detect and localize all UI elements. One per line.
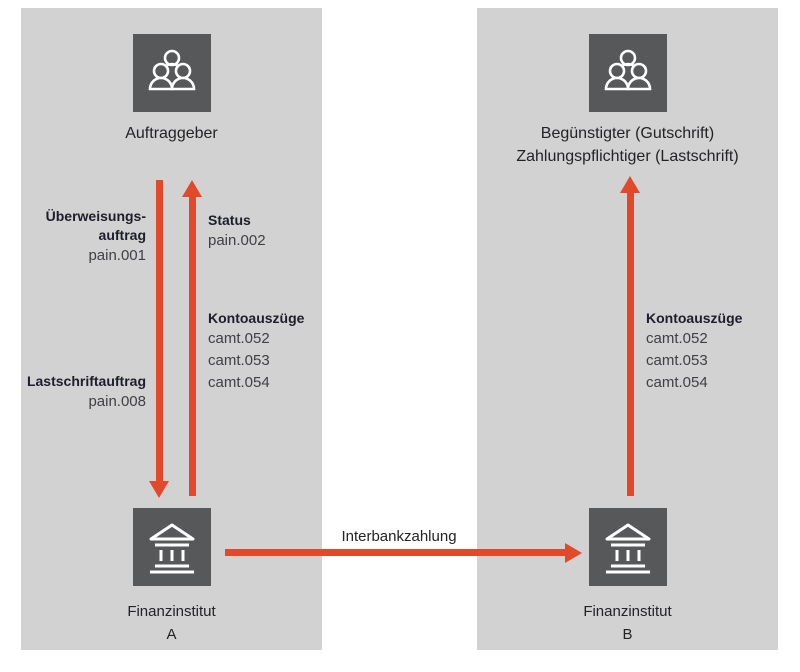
statements-label: Kontoauszüge [208,310,305,326]
credit-transfer-annotation: Überweisungs- auftrag pain.001 [28,207,146,267]
beneficiary-label-line2: Zahlungspflichtiger (Lastschrift) [516,148,739,165]
group-icon [148,49,196,91]
bank-icon [149,523,195,574]
ordering-party-label: Auftraggeber [125,125,218,142]
credit-transfer-msg: pain.001 [88,247,146,264]
beneficiary-label-line1: Begünstigter (Gutschrift) [540,125,715,142]
statements-label: Kontoauszüge [646,310,743,326]
status-annotation: Status pain.002 [208,211,318,252]
statements-msg-2: camt.053 [646,352,708,369]
statements-annotation-right: Kontoauszüge camt.052 camt.053 camt.054 [646,309,756,394]
statements-arrow-head-right [620,176,640,193]
status-msg: pain.002 [208,232,266,249]
bank-b-name: Finanzinstitut [583,603,672,620]
bank-a-icon-box [133,508,211,586]
status-label: Status [208,212,251,228]
bank-b-id: B [622,626,633,643]
status-arrow-head [182,180,202,197]
interbank-arrow-head [565,543,582,563]
statements-msg-1: camt.052 [646,330,708,347]
interbank-arrow-shaft [225,549,566,556]
order-arrow-head [149,481,169,498]
direct-debit-annotation: Lastschriftauftrag pain.008 [18,372,146,413]
statements-msg-2: camt.053 [208,352,270,369]
group-icon [604,49,652,91]
statements-arrow-shaft-right [627,192,634,496]
interbank-label: Interbankzahlung [341,528,457,545]
ordering-party-icon-box [133,34,211,112]
order-arrow-shaft [156,180,163,482]
credit-transfer-label-line1: Überweisungs- [45,208,146,224]
credit-transfer-label-line2: auftrag [98,227,146,243]
statements-msg-3: camt.054 [646,374,708,391]
direct-debit-msg: pain.008 [88,393,146,410]
direct-debit-label: Lastschriftauftrag [26,373,146,389]
bank-a-id: A [166,626,177,643]
bank-icon [605,523,651,574]
statements-msg-1: camt.052 [208,330,270,347]
statements-msg-3: camt.054 [208,374,270,391]
statements-annotation-left: Kontoauszüge camt.052 camt.053 camt.054 [208,309,318,394]
bank-b-icon-box [589,508,667,586]
bank-a-name: Finanzinstitut [127,603,216,620]
status-arrow-shaft [189,196,196,496]
beneficiary-icon-box [589,34,667,112]
